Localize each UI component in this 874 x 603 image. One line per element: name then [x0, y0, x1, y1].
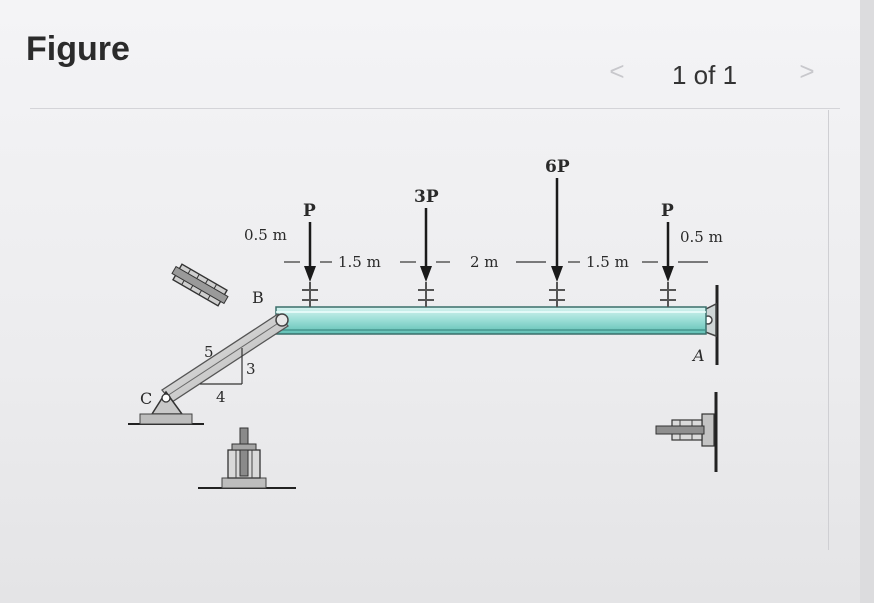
dimension-label-2m: 2 m: [470, 253, 499, 271]
dimension-label-0-5m-left: 0.5 m: [244, 226, 287, 244]
point-label-b: B: [252, 288, 264, 307]
load-arrow-6p: [549, 178, 565, 307]
load-label-p-right: P: [661, 201, 674, 221]
figure-title: Figure: [26, 30, 130, 68]
dimension-label-1-5m-left: 1.5 m: [338, 253, 381, 271]
figure-pager-count: 1 of 1: [672, 60, 738, 90]
panel-edge: [828, 110, 829, 550]
load-arrow-p-left: [302, 222, 318, 307]
previous-figure-button[interactable]: <: [609, 56, 625, 86]
pin-detail-c: [198, 427, 296, 489]
pin-support-c: [128, 390, 204, 425]
header-divider: [30, 108, 840, 109]
dimension-label-1-5m-right: 1.5 m: [586, 253, 629, 271]
pin-detail-b: [171, 263, 229, 307]
point-label-c: C: [140, 389, 152, 408]
slope-rise-label: 3: [246, 360, 256, 378]
next-figure-button[interactable]: >: [799, 56, 815, 86]
load-label-3p: 3P: [414, 187, 439, 207]
load-arrow-3p: [418, 208, 434, 307]
slope-hyp-label: 5: [204, 343, 214, 361]
point-label-a: A: [691, 346, 705, 365]
dimension-label-0-5m-right: 0.5 m: [680, 228, 723, 246]
slope-triangle: [200, 348, 243, 385]
load-label-6p: 6P: [545, 157, 570, 177]
slope-run-label: 4: [216, 388, 226, 406]
beam: [275, 306, 707, 335]
figure-header: Figure < 1 of 1 >: [0, 0, 860, 110]
load-arrow-p-right: [660, 222, 676, 307]
pin-detail-a: [655, 392, 718, 472]
load-label-p-left: P: [303, 201, 316, 221]
